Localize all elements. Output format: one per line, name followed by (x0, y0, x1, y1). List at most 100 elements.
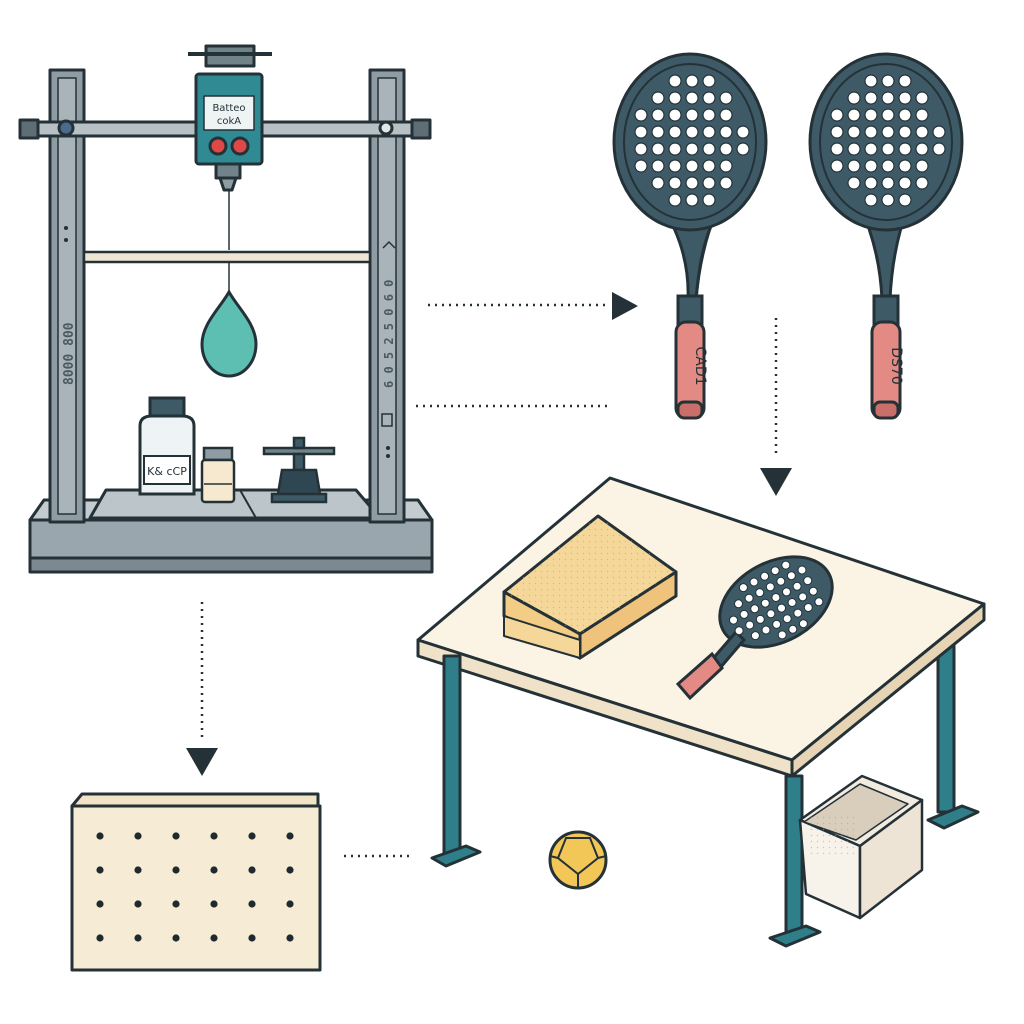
racket-hole (898, 74, 912, 88)
racket-hole (797, 565, 807, 575)
racket-hole (685, 159, 699, 173)
padel-racket-icon (808, 52, 964, 420)
board-hole (248, 900, 256, 908)
left-racket-grip-text: CAD1 (692, 346, 708, 385)
racket-hole (702, 176, 716, 190)
racket-hole (864, 159, 878, 173)
racket-hole (772, 619, 782, 629)
racket-hole (760, 598, 770, 608)
racket-hole (685, 74, 699, 88)
racket-hole (782, 587, 791, 597)
racket-hole (808, 586, 818, 596)
cardboard-box-icon (798, 774, 924, 920)
racket-hole (702, 159, 716, 173)
racket-hole (750, 604, 760, 614)
racket-hole (932, 142, 946, 156)
racket-hole (634, 159, 648, 173)
head-label-line2: cokA (217, 116, 241, 127)
board-hole (172, 934, 180, 942)
racket-hole (847, 142, 861, 156)
racket-hole (803, 603, 813, 612)
racket-hole (864, 193, 878, 207)
board-hole (134, 866, 142, 874)
racket-hole (702, 74, 716, 88)
racket-hole (898, 142, 912, 156)
racket-hole (651, 125, 665, 139)
racket-hole (668, 176, 682, 190)
racket-hole (793, 608, 803, 618)
right-racket-grip-text: DS70 (888, 347, 904, 384)
racket-hole (864, 176, 878, 190)
racket-hole (786, 571, 796, 581)
racket-hole (864, 125, 878, 139)
racket-hole (881, 193, 895, 207)
racket-hole (702, 108, 716, 122)
racket-hole (898, 159, 912, 173)
racket-hole (668, 159, 682, 173)
racket-hole (847, 176, 861, 190)
board-hole (96, 900, 104, 908)
racket-hole (702, 91, 716, 105)
racket-hole (788, 624, 798, 634)
drop-tower-machine-icon (18, 44, 434, 574)
board-hole (210, 900, 218, 908)
left-column-text: 8000 800 (62, 322, 77, 385)
racket-hole (729, 615, 738, 625)
racket-hole (685, 91, 699, 105)
racket-hole (881, 108, 895, 122)
racket-hole (749, 577, 759, 587)
racket-hole (736, 125, 750, 139)
racket-hole (777, 603, 786, 613)
racket-holes-right (830, 74, 946, 207)
board-hole (210, 934, 218, 942)
racket-hole (898, 108, 912, 122)
racket-hole (760, 571, 770, 581)
racket-hole (719, 142, 733, 156)
board-hole (210, 866, 218, 874)
racket-hole (651, 108, 665, 122)
board-hole (172, 832, 180, 840)
press-tool-icon (262, 436, 336, 504)
racket-hole (803, 576, 813, 586)
racket-hole (847, 91, 861, 105)
racket-hole (864, 142, 878, 156)
racket-hole (781, 560, 791, 570)
racket-hole (634, 125, 648, 139)
racket-hole (734, 599, 743, 609)
racket-hole (881, 142, 895, 156)
racket-hole (814, 597, 824, 607)
racket-hole (685, 125, 699, 139)
racket-hole (755, 588, 765, 598)
racket-hole (685, 176, 699, 190)
racket-hole (787, 598, 797, 607)
racket-hole (915, 159, 929, 173)
board-hole (96, 832, 104, 840)
racket-hole (830, 159, 844, 173)
racket-hole (668, 91, 682, 105)
board-hole (96, 934, 104, 942)
racket-hole (745, 620, 755, 630)
racket-hole (738, 583, 748, 593)
racket-hole (792, 581, 802, 591)
right-column-text: 6 0 5 2 5 0 6 0 (382, 280, 396, 388)
racket-hole (915, 108, 929, 122)
racket-hole (750, 631, 760, 641)
racket-hole (765, 582, 775, 592)
racket-hole (668, 125, 682, 139)
board-hole (134, 934, 142, 942)
racket-hole (719, 108, 733, 122)
racket-hole (685, 193, 699, 207)
racket-hole (702, 125, 716, 139)
racket-hole (734, 626, 744, 636)
board-hole (286, 866, 294, 874)
racket-hole (685, 142, 699, 156)
racket-holes-table (729, 560, 824, 641)
small-jar-icon (200, 446, 236, 504)
racket-hole (668, 142, 682, 156)
chemical-bottle-icon (138, 396, 196, 496)
racket-hole (634, 108, 648, 122)
racket-hole (798, 619, 808, 629)
racket-hole (881, 91, 895, 105)
racket-hole (719, 176, 733, 190)
board-hole (172, 866, 180, 874)
